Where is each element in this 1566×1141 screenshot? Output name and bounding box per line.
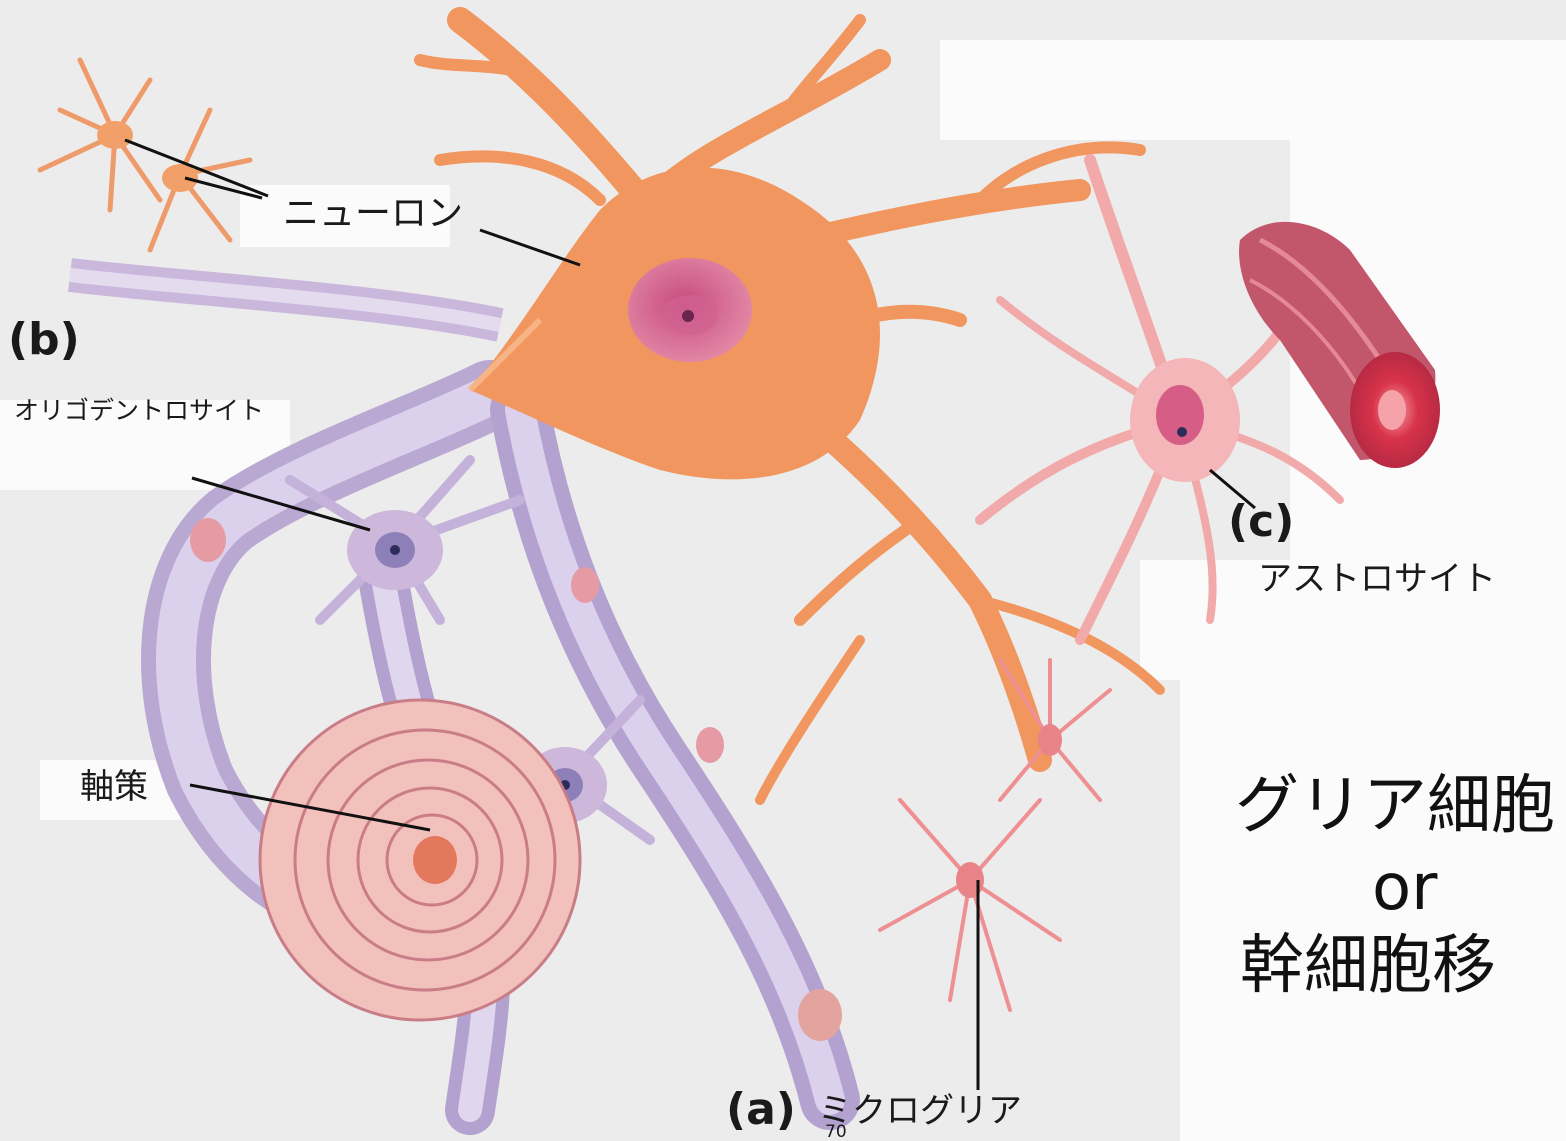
- microglia-processes: [880, 660, 1110, 1010]
- microglia-soma: [956, 862, 984, 898]
- label-microglia: ミクログリア: [818, 1094, 1022, 1128]
- caption-line-3: 幹細胞移: [1240, 930, 1496, 1004]
- small-neurons: [40, 60, 250, 250]
- label-oligodendrocyte: オリゴデントロサイト: [14, 398, 264, 423]
- small-neuron-soma: [162, 164, 198, 192]
- label-a: (a): [726, 1088, 796, 1132]
- label-astrocyte: アストロサイト: [1258, 562, 1496, 596]
- astrocyte-cell: [1130, 358, 1240, 482]
- microglia-soma: [1038, 724, 1062, 756]
- label-neuron: ニューロン: [283, 196, 463, 232]
- caption-line-1: グリア細胞: [1235, 770, 1555, 844]
- axon-cross-section: [260, 700, 580, 1020]
- page-number: 70: [825, 1124, 847, 1141]
- caption-line-2: or: [1372, 852, 1437, 926]
- small-neuron-soma: [97, 121, 133, 149]
- label-axon: 軸策: [80, 770, 148, 804]
- label-c: (c): [1228, 500, 1294, 544]
- label-b: (b): [8, 318, 80, 362]
